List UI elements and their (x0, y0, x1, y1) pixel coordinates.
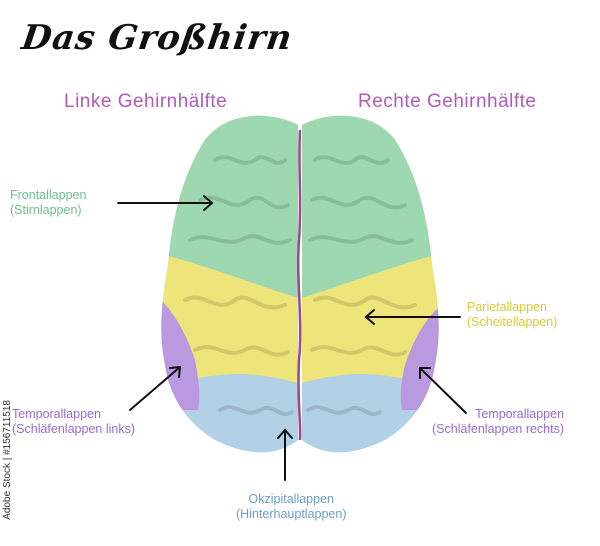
left-hemisphere-label: Linke Gehirnhälfte (64, 91, 228, 112)
frontal-arrow (117, 195, 214, 211)
temporal-left-arrow (129, 365, 182, 411)
pointer-arrows (117, 195, 467, 481)
stock-watermark: Adobe Stock | #156711518 (2, 400, 13, 520)
occipital-lobe-label: Okzipitallappen (Hinterhauptlappen) (236, 492, 347, 521)
temporal-right-label: Temporallappen (Schläfenlappen rechts) (432, 407, 565, 436)
right-hemisphere-label: Rechte Gehirnhälfte (358, 91, 537, 112)
parietal-lobe-label: Parietallappen (Scheitellappen) (467, 300, 558, 329)
temporal-left-label: Temporallappen (Schläfenlappen links) (12, 407, 135, 436)
occipital-arrow (277, 428, 293, 481)
frontal-lobe-label: Frontallappen (Stirnlappen) (10, 188, 87, 217)
longitudinal-fissure (296, 129, 302, 441)
parietal-arrow (364, 309, 461, 325)
gyri-pattern (183, 155, 417, 416)
temporal-right-arrow (419, 367, 467, 414)
